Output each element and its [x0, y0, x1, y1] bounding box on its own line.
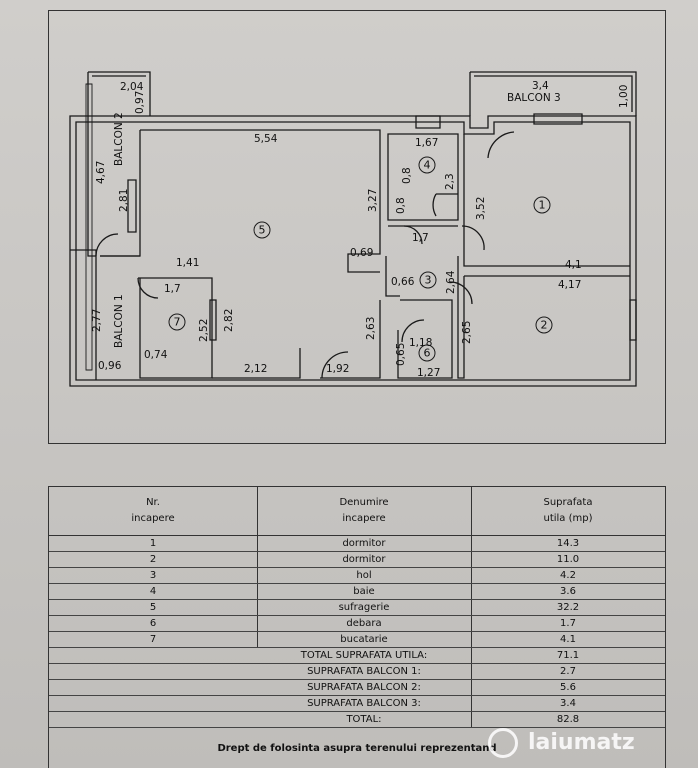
- dim-label: 1,41: [176, 257, 199, 269]
- table-footer-note: Drept de folosinta asupra terenului repr…: [217, 743, 497, 754]
- outer-wall: [69, 115, 637, 387]
- dim-label: 2,52: [198, 319, 210, 342]
- floor-plan-frame: [48, 10, 666, 444]
- table-header: Nr. incapere Denumire incapere Suprafata…: [49, 487, 665, 536]
- table-row: 5 sufragerie 32.2: [49, 600, 665, 616]
- dim-label: 4,67: [95, 161, 107, 184]
- dim-label: 2,04: [120, 81, 144, 93]
- dim-label: 0,96: [98, 360, 122, 372]
- room-number-6: 6: [424, 347, 431, 360]
- room-markers: 1 2 3 4 5 6 7: [168, 156, 553, 362]
- dim-label: 2,65: [461, 321, 473, 344]
- dim-label: 2,82: [223, 309, 235, 332]
- room-marker-4: [418, 156, 436, 174]
- room-number-7: 7: [174, 316, 181, 329]
- room-1-wall: [463, 134, 630, 267]
- dim-label: 3,27: [367, 189, 379, 212]
- dim-label: 2,3: [444, 173, 456, 190]
- room-number-5: 5: [259, 224, 266, 237]
- outer-wall-inner: [75, 121, 631, 381]
- room-5-wall: [140, 129, 381, 273]
- room-marker-7: [168, 313, 186, 331]
- room-marker-2: [535, 316, 553, 334]
- dim-label: 1,27: [417, 367, 440, 379]
- dim-label: 1,7: [412, 232, 429, 244]
- balcon-2-label: BALCON 2: [113, 112, 125, 166]
- dim-label: 0,65: [395, 343, 407, 366]
- dim-label: 0,8: [395, 197, 407, 214]
- dim-label: 0,74: [144, 349, 168, 361]
- room-number-4: 4: [424, 159, 431, 172]
- room-6-wall: [397, 299, 453, 379]
- dim-label: 4,17: [558, 279, 581, 291]
- window: [127, 179, 137, 233]
- room-marker-3: [419, 271, 437, 289]
- table-row: 3 hol 4.2: [49, 568, 665, 584]
- balcon-2-wall: [88, 71, 151, 116]
- table-row: 1 dormitor 14.3: [49, 536, 665, 552]
- watermark-logo-icon: [488, 728, 518, 758]
- total-row: TOTAL SUPRAFATA UTILA: 71.1: [49, 648, 665, 664]
- dim-label: 0,69: [350, 247, 373, 259]
- balcon-1-label: BALCON 1: [113, 294, 125, 348]
- room-4-wall: [387, 133, 459, 221]
- dim-label: 1,67: [415, 137, 438, 149]
- floor-plan: 1 2 3 4 5 6 7 BALCON 3 BALCON 2 BALCON 1…: [69, 71, 637, 387]
- table-row: 2 dormitor 11.0: [49, 552, 665, 568]
- dim-label: 2,64: [445, 270, 457, 294]
- dim-label: 1,18: [409, 337, 432, 349]
- dim-label: 2,63: [365, 317, 377, 340]
- dim-label: 1,92: [326, 363, 349, 375]
- dim-label: 1,00: [618, 85, 630, 108]
- room-marker-5: [253, 221, 271, 239]
- watermark: laiumatz: [488, 726, 688, 762]
- table-row: 7 bucatarie 4.1: [49, 632, 665, 648]
- room-marker-6: [418, 344, 436, 362]
- dim-label: 5,54: [254, 133, 278, 145]
- total-row: SUPRAFATA BALCON 2: 5.6: [49, 680, 665, 696]
- room-number-1: 1: [539, 199, 546, 212]
- total-row: SUPRAFATA BALCON 3: 3.4: [49, 696, 665, 712]
- room-number-3: 3: [425, 274, 432, 287]
- dim-label: 3,52: [475, 197, 487, 220]
- balcon-3-wall: [470, 71, 637, 116]
- room-marker-1: [533, 196, 551, 214]
- dimension-labels: 2,04 0,97 4,67 2,81 5,54 1,67 3,4 1,00 0…: [91, 80, 630, 379]
- balcon-1-wall: [70, 249, 97, 380]
- area-table: Nr. incapere Denumire incapere Suprafata…: [48, 486, 666, 768]
- dim-label: 3,4: [532, 80, 549, 92]
- dim-label: 0,66: [391, 276, 415, 288]
- table-row: 4 baie 3.6: [49, 584, 665, 600]
- dim-label: 4,1: [565, 259, 582, 271]
- balcon-3-label: BALCON 3: [507, 92, 561, 104]
- total-row: SUPRAFATA BALCON 1: 2.7: [49, 664, 665, 680]
- table-row: 6 debara 1.7: [49, 616, 665, 632]
- dim-label: 1,7: [164, 283, 181, 295]
- dim-label: 2,12: [244, 363, 267, 375]
- dim-label: 0,8: [401, 167, 413, 184]
- header-nr: Nr. incapere: [131, 497, 175, 524]
- header-suprafata: Suprafata utila (mp): [543, 497, 593, 524]
- grand-total-row: TOTAL: 82.8: [49, 712, 665, 728]
- dim-label: 0,97: [134, 91, 146, 114]
- room-number-2: 2: [541, 319, 548, 332]
- column-divider: [471, 487, 472, 727]
- dim-label: 2,81: [118, 189, 130, 212]
- dim-label: 2,77: [91, 309, 103, 332]
- door-arc: [487, 131, 515, 159]
- header-denumire: Denumire incapere: [339, 497, 389, 524]
